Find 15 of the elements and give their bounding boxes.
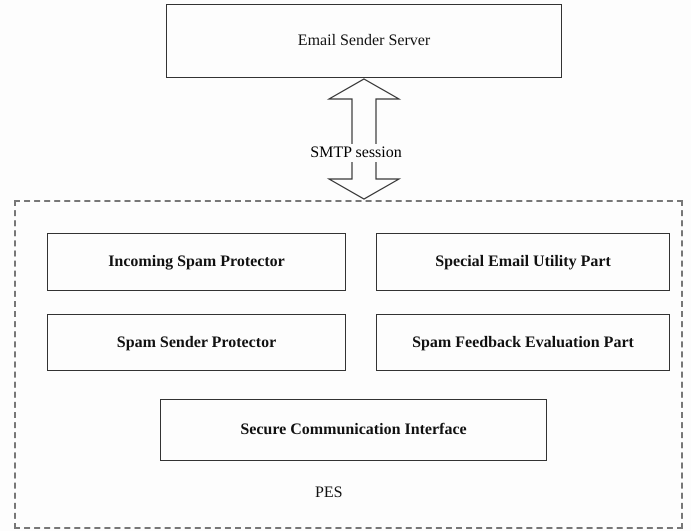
- component-box: [47, 233, 346, 291]
- edge-label: SMTP session: [308, 144, 404, 162]
- component-label: Spam Sender Protector: [116, 334, 278, 352]
- system-label: PES: [314, 484, 344, 502]
- component-label: Incoming Spam Protector: [107, 253, 286, 271]
- component-box: [47, 314, 346, 371]
- component-box: [160, 399, 547, 461]
- component-label: Secure Communication Interface: [239, 421, 468, 439]
- system-boundary: [14, 200, 683, 529]
- component-box: [166, 4, 562, 78]
- component-label: Spam Feedback Evaluation Part: [411, 334, 635, 352]
- component-label: Special Email Utility Part: [434, 253, 612, 271]
- component-box: [376, 233, 670, 291]
- component-box: [376, 314, 670, 371]
- component-label: Email Sender Server: [296, 32, 432, 50]
